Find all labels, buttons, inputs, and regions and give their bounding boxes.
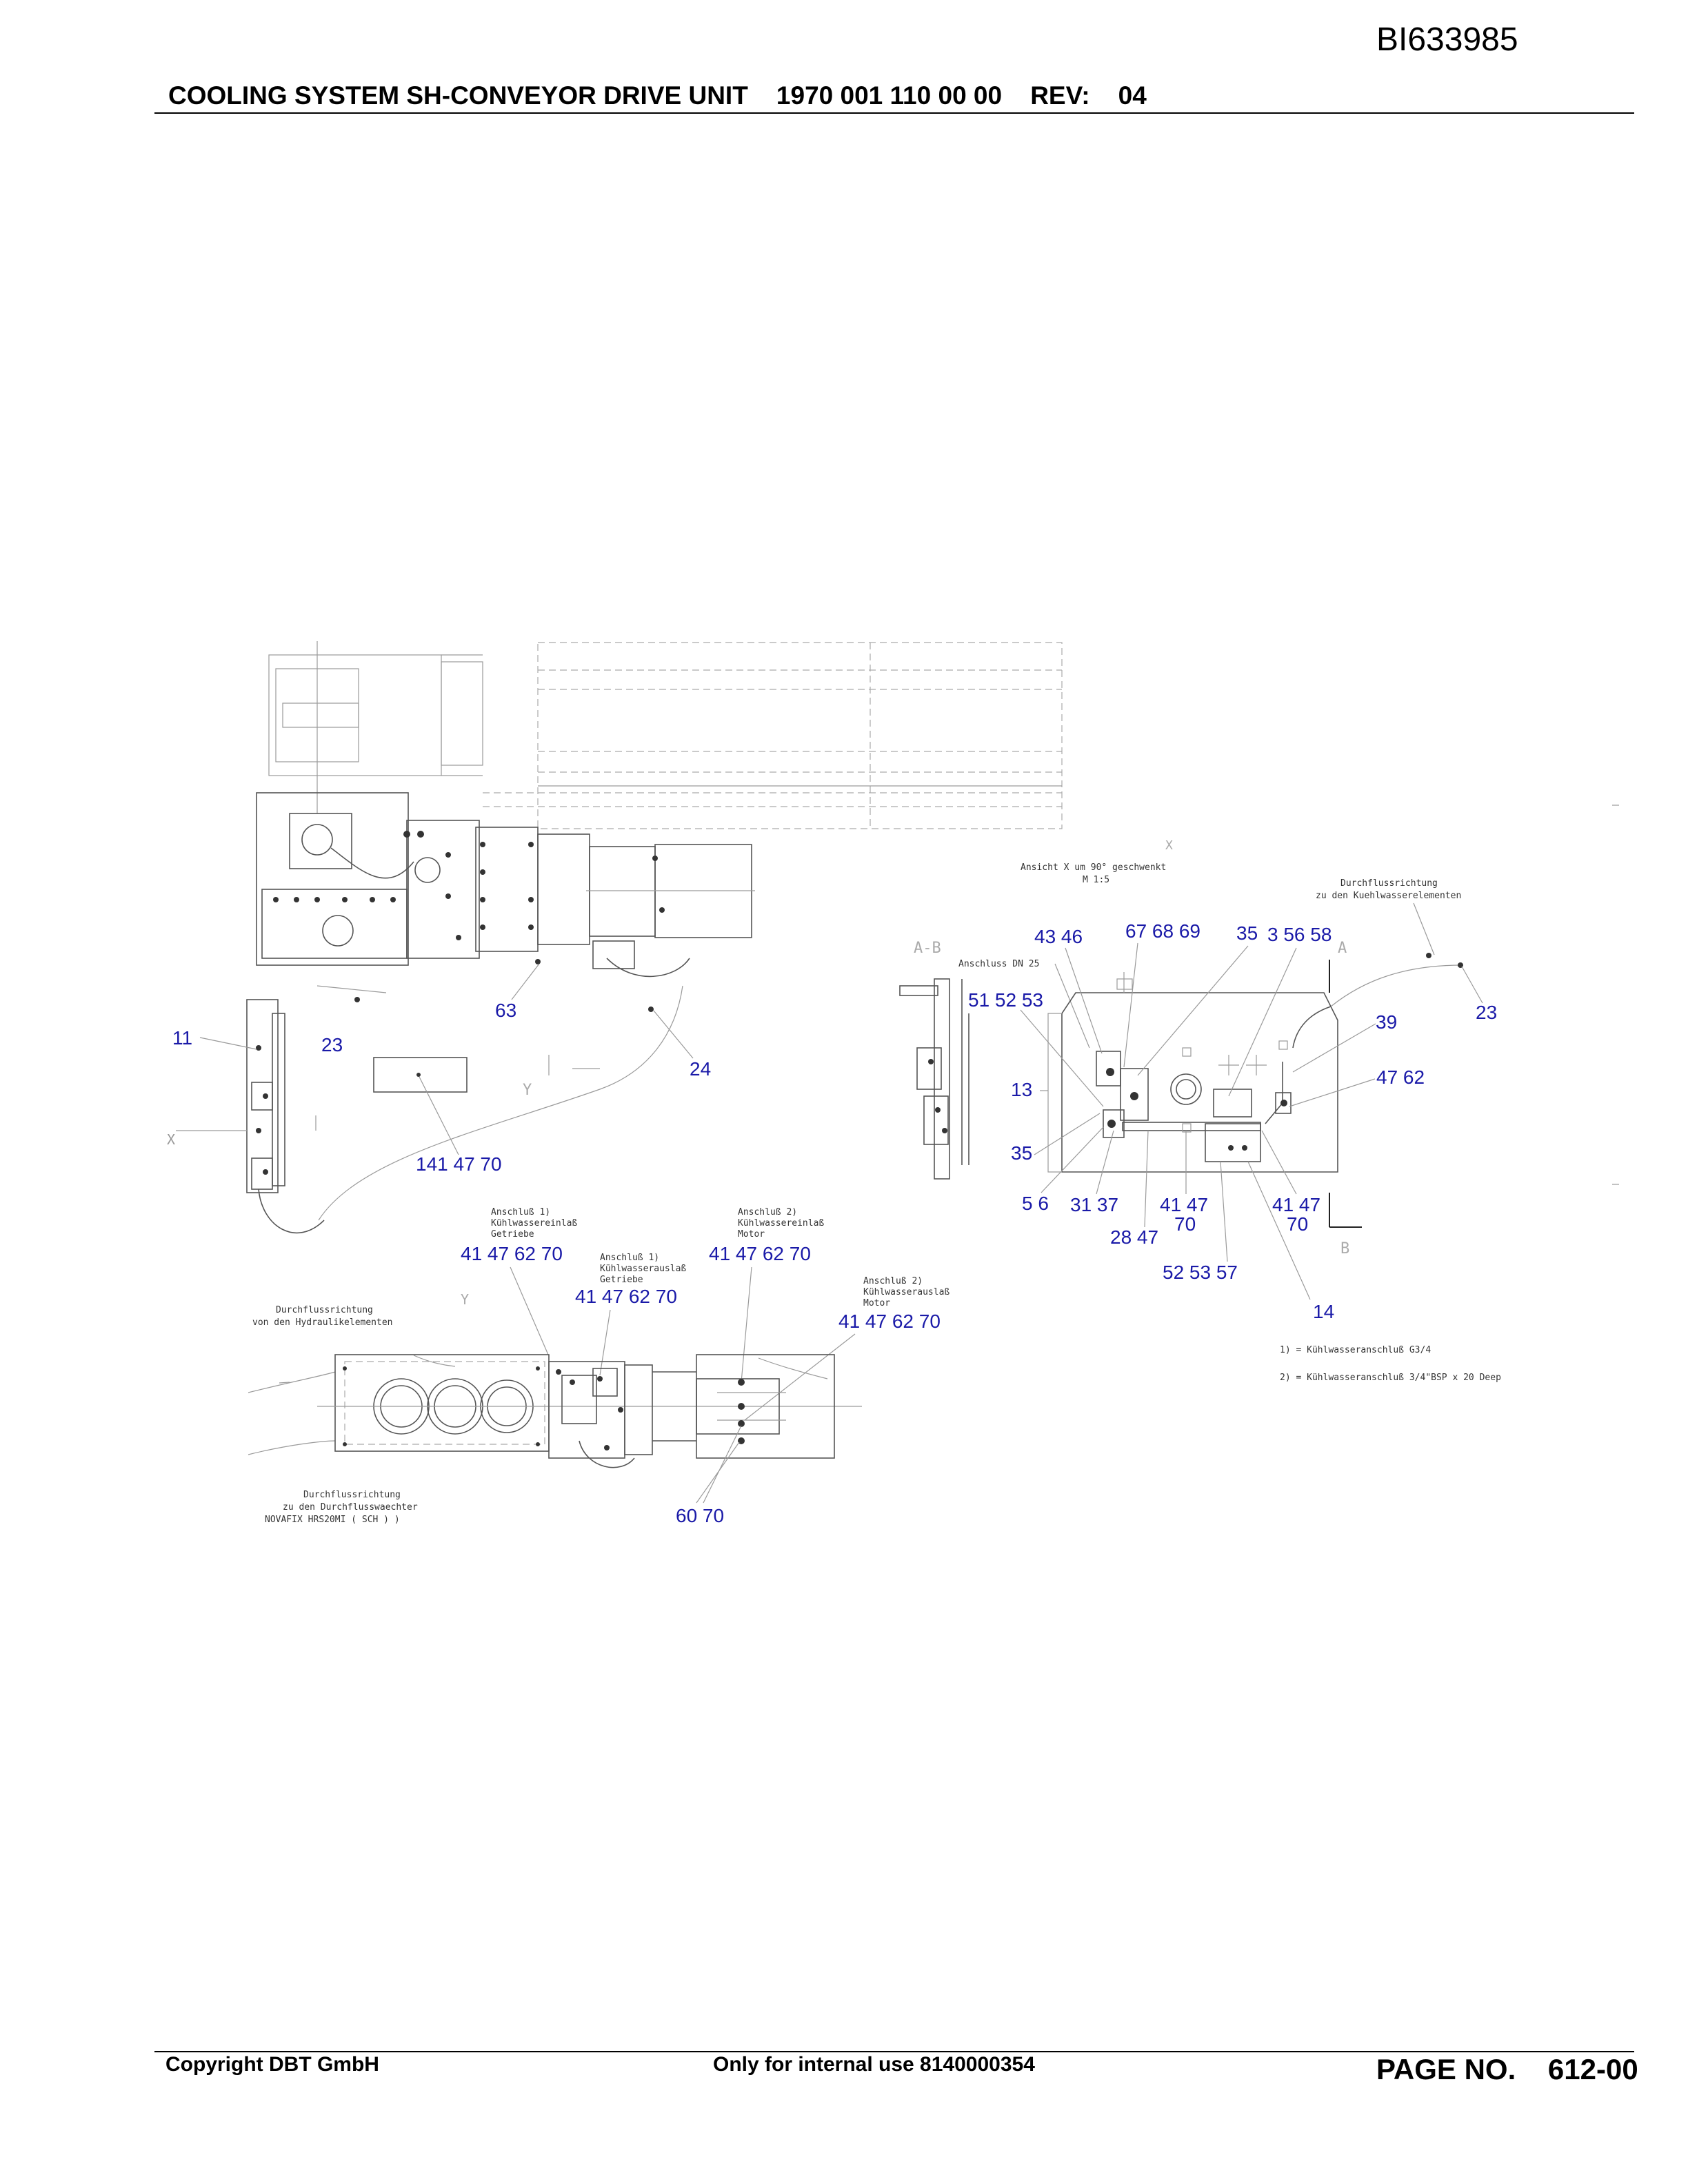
note-flow-to-switch-line3: NOVAFIX HRS20MI ( SCH ) ): [265, 1515, 400, 1525]
note-flow-to-switch-line1: Durchflussrichtung: [303, 1490, 401, 1500]
view-label-x-top: X: [1165, 838, 1173, 853]
note-outlet-gear-line3: Getriebe: [600, 1275, 643, 1285]
note-inlet-gear-line1: Anschluß 1): [491, 1207, 550, 1217]
side-view-strip: X: [167, 999, 325, 1233]
note-inlet-gear-line3: Getriebe: [491, 1229, 534, 1240]
note-flow-to-cooling-line2: zu den Kuehlwasserelementen: [1316, 891, 1461, 901]
callout-23-left: 23: [321, 1034, 343, 1055]
view-label-b: B: [1340, 1240, 1349, 1257]
note-view-x-line2: M 1:5: [1083, 875, 1109, 885]
callout-23-right: 23: [1476, 1002, 1497, 1023]
footer-internal-use: Only for internal use 8140000354: [713, 2053, 1035, 2076]
callouts-top-left: 11 23 63 24 141 47 70: [172, 963, 711, 1175]
callout-outlet-gear: 41 47 62 70: [575, 1286, 677, 1307]
callout-41-47-b: 41 47: [1272, 1194, 1320, 1215]
view-y-bottom: Anschluß 1) Kühlwassereinlaß Getriebe 41…: [248, 1207, 950, 1526]
callout-67-68-69: 67 68 69: [1125, 920, 1200, 942]
callout-5-6: 5 6: [1022, 1193, 1049, 1214]
footnote-2: 2) = Kühlwasseranschluß 3/4"BSP x 20 Dee…: [1280, 1373, 1501, 1383]
callout-41-47-a: 41 47: [1160, 1194, 1208, 1215]
view-label-x-left: X: [167, 1131, 175, 1148]
view-x-rotated: Ansicht X um 90° geschwenkt M 1:5 X Durc…: [899, 838, 1463, 1257]
callouts-right: 43 46 67 68 69 35 3 56 58 23 51 52 53 39…: [968, 920, 1501, 1383]
note-inlet-motor-line2: Kühlwassereinlaß: [738, 1218, 824, 1228]
footer-page-number: PAGE NO. 612-00: [1376, 2053, 1638, 2085]
header-title: COOLING SYSTEM SH-CONVEYOR DRIVE UNIT 19…: [168, 81, 1147, 110]
callout-24: 24: [690, 1058, 711, 1080]
callout-60-70: 60 70: [676, 1505, 724, 1526]
callout-41-47-b-70: 70: [1287, 1213, 1308, 1235]
view-label-y-bottom: Y: [461, 1291, 469, 1308]
callout-41-47-a-70: 70: [1174, 1213, 1196, 1235]
callout-3-56-58: 3 56 58: [1267, 924, 1332, 945]
document-id: BI633985: [1376, 21, 1518, 58]
header-rule: [154, 112, 1634, 114]
view-label-y-mid: Y: [523, 1082, 532, 1099]
callout-28-47: 28 47: [1110, 1226, 1158, 1248]
flow-lines-left: Y: [315, 959, 683, 1221]
conveyor-drive-plan-view: [256, 641, 1063, 978]
view-label-section-ab: A-B: [914, 940, 941, 957]
callout-13: 13: [1011, 1079, 1032, 1100]
note-inlet-motor-line1: Anschluß 2): [738, 1207, 797, 1217]
callout-51-52-53: 51 52 53: [968, 989, 1043, 1011]
callout-43-46: 43 46: [1034, 926, 1083, 947]
note-flow-to-cooling-line1: Durchflussrichtung: [1340, 878, 1438, 889]
callout-inlet-motor: 41 47 62 70: [709, 1243, 811, 1264]
note-flow-from-hydraulic-line1: Durchflussrichtung: [276, 1305, 373, 1315]
note-connection-dn25: Anschluss DN 25: [958, 959, 1039, 969]
note-outlet-motor-line1: Anschluß 2): [863, 1276, 923, 1286]
note-outlet-gear-line1: Anschluß 1): [600, 1253, 659, 1263]
note-outlet-motor-line3: Motor: [863, 1298, 890, 1308]
callout-47-62: 47 62: [1376, 1066, 1425, 1088]
callout-39: 39: [1376, 1011, 1397, 1033]
footer-rule: [154, 2051, 1634, 2052]
note-flow-to-switch-line2: zu den Durchflusswaechter: [283, 1502, 418, 1513]
callout-141-47-70: 141 47 70: [416, 1153, 502, 1175]
footer-copyright: Copyright DBT GmbH: [165, 2053, 379, 2076]
note-outlet-gear-line2: Kühlwasserauslaß: [600, 1264, 686, 1274]
callout-52-53-57: 52 53 57: [1163, 1262, 1238, 1283]
callout-31-37: 31 37: [1070, 1194, 1118, 1215]
note-view-x-line1: Ansicht X um 90° geschwenkt: [1021, 862, 1166, 873]
callout-inlet-gear: 41 47 62 70: [461, 1243, 563, 1264]
callout-11: 11: [172, 1027, 192, 1049]
footnote-1: 1) = Kühlwasseranschluß G3/4: [1280, 1345, 1431, 1355]
note-inlet-gear-line2: Kühlwassereinlaß: [491, 1218, 577, 1228]
callout-14: 14: [1313, 1301, 1334, 1322]
note-outlet-motor-line2: Kühlwasserauslaß: [863, 1287, 950, 1297]
note-flow-from-hydraulic-line2: von den Hydraulikelementen: [252, 1317, 393, 1328]
callout-outlet-motor: 41 47 62 70: [838, 1311, 941, 1332]
callout-35-bottom: 35: [1011, 1142, 1032, 1164]
callout-35-top: 35: [1236, 922, 1258, 944]
note-inlet-motor-line3: Motor: [738, 1229, 765, 1240]
callout-63: 63: [495, 1000, 516, 1021]
view-label-a: A: [1338, 940, 1347, 957]
